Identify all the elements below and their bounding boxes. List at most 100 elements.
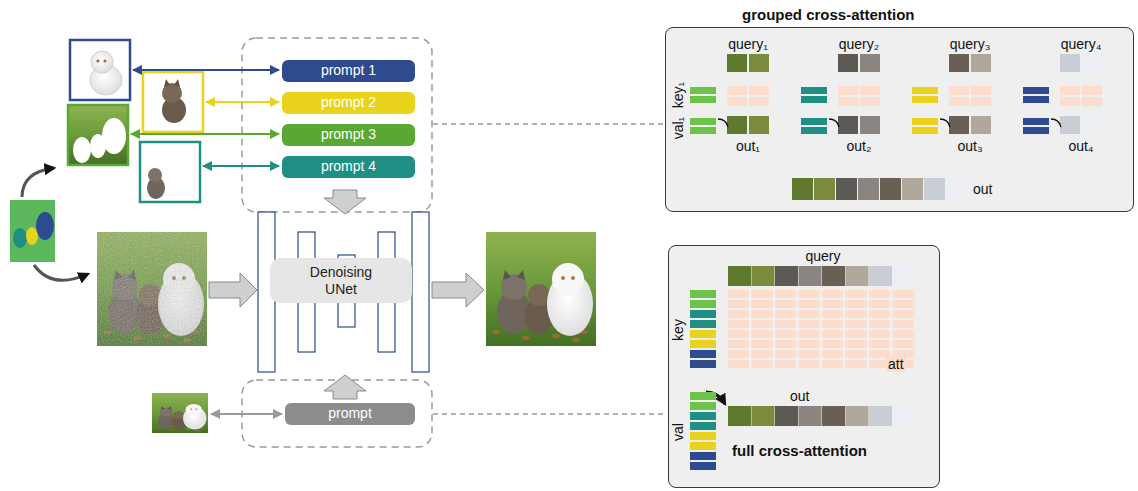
small-arrow [829, 119, 839, 127]
segment [36, 212, 54, 240]
attention-cell [949, 86, 969, 95]
panel-title: grouped cross-attention [742, 6, 915, 23]
image-patch [752, 406, 775, 426]
panel-label: query₄ [1061, 36, 1102, 52]
attention-panel: grouped cross-attention [665, 27, 1134, 212]
image-patch [846, 406, 869, 426]
photo [486, 232, 596, 346]
segment [26, 227, 38, 245]
attention-cell [799, 300, 820, 308]
grass [152, 393, 208, 433]
attention-cell [799, 330, 820, 338]
attention-cell [893, 340, 914, 348]
curved-arrow [34, 265, 88, 280]
value-token [1023, 127, 1049, 134]
panel-label: val [670, 423, 686, 441]
image-patch [799, 406, 822, 426]
cat-head [552, 263, 584, 295]
attention-cell [822, 360, 843, 368]
value-token [690, 127, 716, 134]
attention-cell [838, 86, 858, 95]
attention-cell [822, 300, 843, 308]
image-patch [822, 406, 845, 426]
attention-cell [752, 350, 773, 358]
image-patch [1060, 54, 1080, 72]
attention-cell [1082, 86, 1102, 95]
key-token [690, 300, 716, 308]
attention-cell [775, 350, 796, 358]
photo [152, 393, 208, 433]
image-patch [1060, 116, 1080, 134]
attention-cell [822, 320, 843, 328]
attention-cell [728, 310, 749, 318]
attention-cell [749, 86, 769, 95]
image-patch [858, 178, 879, 200]
value-token [690, 422, 716, 430]
value-token [690, 462, 716, 470]
cat-mask [148, 168, 162, 182]
attention-cell [949, 97, 969, 106]
attention-cell [752, 290, 773, 298]
image-patch [971, 116, 991, 134]
segment [13, 228, 27, 248]
panel-label: out [973, 181, 992, 197]
panel-label: out₄ [1068, 138, 1093, 154]
panel-label: key [670, 319, 686, 341]
attention-cell [846, 310, 867, 318]
grass [486, 232, 596, 346]
small-arrow [1051, 119, 1061, 127]
attention-cell [799, 320, 820, 328]
image-patch [860, 116, 880, 134]
panel-label: query₃ [950, 36, 991, 52]
image-patch [1082, 54, 1102, 72]
key-token [1023, 96, 1049, 103]
attention-cell [728, 360, 749, 368]
attention-cell [869, 320, 890, 328]
attention-cell [846, 300, 867, 308]
pair-arrow [206, 101, 279, 103]
image-patch [749, 54, 769, 72]
attention-cell [752, 330, 773, 338]
mask-box [68, 105, 128, 165]
image-patch [880, 178, 901, 200]
value-token [801, 118, 827, 125]
attention-cell [869, 330, 890, 338]
attention-cell [799, 350, 820, 358]
attention-cell [752, 310, 773, 318]
key-token [690, 320, 716, 328]
panel-title: full cross-attention [732, 442, 867, 459]
attention-cell [727, 97, 747, 106]
image-patch [775, 266, 798, 286]
leaf [572, 338, 580, 342]
panel-label: out [790, 388, 809, 404]
image-patch [814, 178, 835, 200]
attention-cell [860, 97, 880, 106]
attention-cell [799, 360, 820, 368]
leaf [492, 330, 500, 334]
image-patch [893, 266, 916, 286]
photo [97, 232, 207, 346]
prompt-label: prompt 3 [321, 127, 376, 142]
attention-cell [1060, 97, 1080, 106]
key-token [912, 96, 938, 103]
cat-head [173, 411, 184, 419]
key-token [801, 96, 827, 103]
cat-ears [503, 270, 525, 280]
image-patch [822, 266, 845, 286]
key-token [1023, 87, 1049, 94]
cat-mask [91, 51, 113, 73]
attention-cell [728, 300, 749, 308]
image-patch [860, 54, 880, 72]
prompt-pill: prompt 1 [282, 60, 415, 82]
cat-eye [190, 408, 192, 409]
key-token [690, 340, 716, 348]
panel-label: key₁ [670, 82, 686, 109]
leaf [196, 430, 200, 431]
image-patch [727, 116, 747, 134]
image-patch [792, 178, 813, 200]
cat-ears [161, 406, 172, 410]
key-token [690, 330, 716, 338]
key-token [690, 290, 716, 298]
image-patch [836, 178, 857, 200]
